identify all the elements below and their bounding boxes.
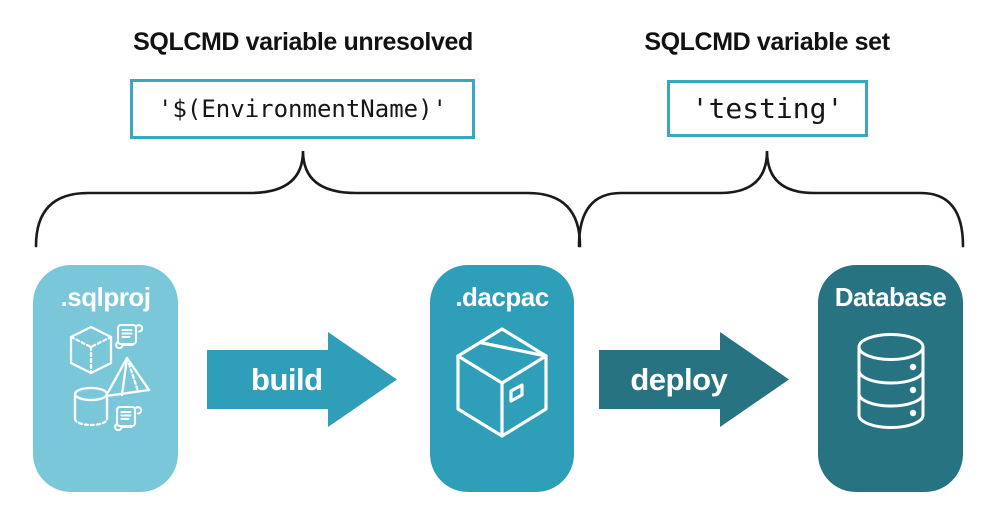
build-arrow: build — [207, 332, 397, 427]
database-cylinder-icon — [857, 333, 925, 429]
sql-project-objects-icon — [69, 323, 151, 432]
build-arrow-shape — [207, 332, 397, 427]
unresolved-variable-box: '$(EnvironmentName)' — [130, 79, 475, 139]
deploy-arrow: deploy — [599, 332, 789, 427]
sqlproj-node-title: .sqlproj — [60, 282, 151, 312]
package-box-icon — [456, 327, 548, 438]
resolved-variable-box: 'testing' — [667, 80, 868, 137]
left-heading: SQLCMD variable unresolved — [133, 28, 473, 56]
dacpac-node-title: .dacpac — [455, 282, 549, 312]
database-node-title: Database — [834, 282, 947, 312]
left-curly-brace — [34, 150, 582, 248]
dacpac-node: .dacpac — [430, 265, 574, 492]
right-curly-brace — [577, 150, 965, 248]
build-arrow-label: build — [251, 361, 323, 397]
right-heading: SQLCMD variable set — [644, 28, 890, 56]
database-node: Database — [818, 265, 963, 492]
sqlproj-node: .sqlproj — [33, 265, 178, 492]
deploy-arrow-label: deploy — [630, 361, 728, 397]
unresolved-variable-text: '$(EnvironmentName)' — [158, 95, 447, 123]
deploy-arrow-shape — [599, 332, 789, 427]
resolved-variable-text: 'testing' — [691, 92, 844, 125]
